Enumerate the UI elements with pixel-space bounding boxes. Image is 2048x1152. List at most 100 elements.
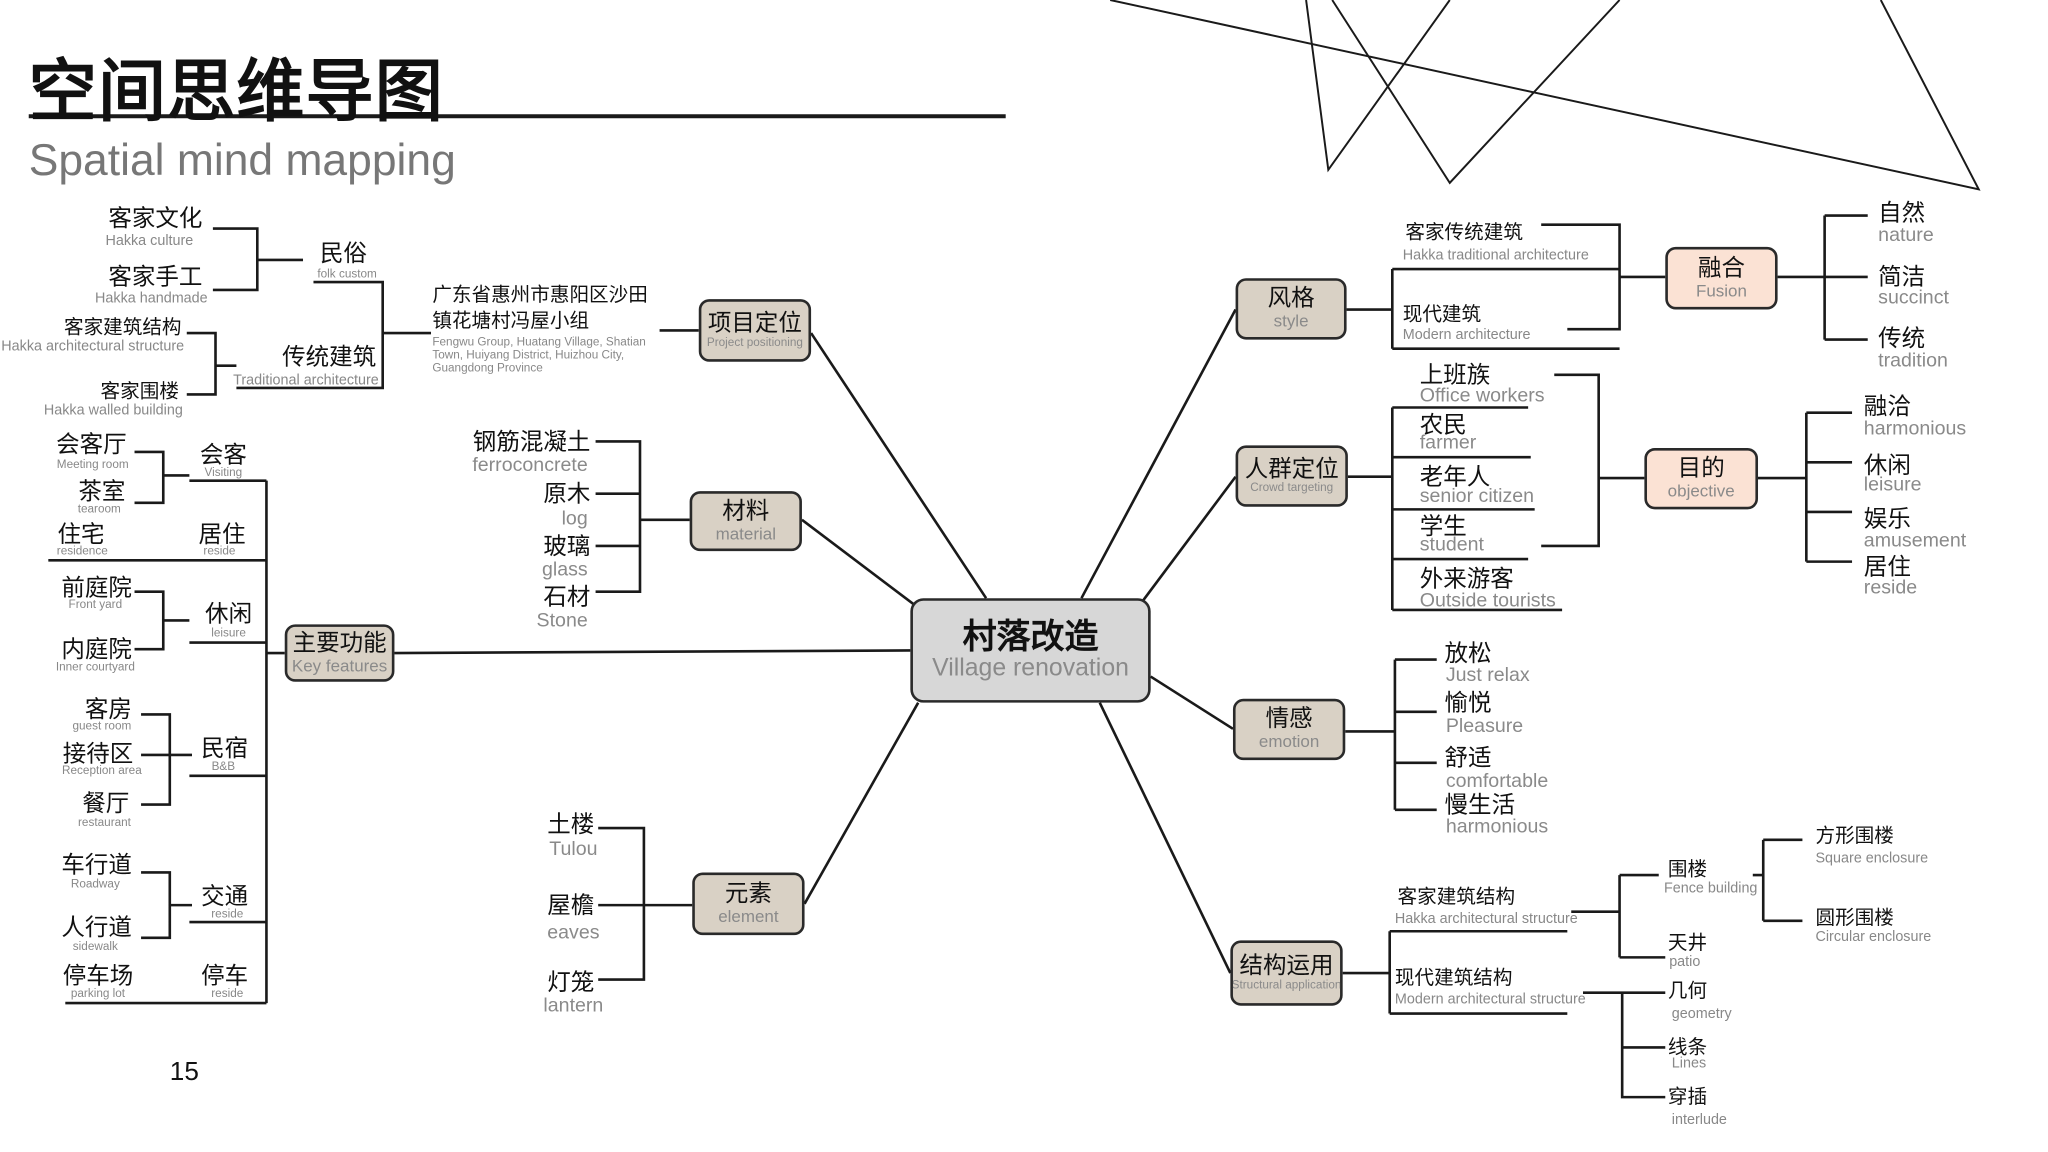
node-sublabel: patio [1669, 954, 1701, 970]
node-sublabel: residence [56, 543, 108, 558]
connector-line [595, 440, 690, 593]
node-label: 老年人 [1419, 463, 1491, 490]
node-label: 广东省惠州市惠阳区沙田 [432, 284, 648, 307]
node-label: 餐厅 [82, 790, 130, 817]
node-sublabel: Hakka walled building [43, 402, 183, 419]
connector-line [1758, 411, 1853, 563]
node-emotion-label: 情感 [1265, 705, 1313, 733]
branch-connector [1149, 675, 1234, 730]
branch-connector [801, 518, 916, 606]
page-number: 15 [169, 1057, 199, 1087]
node-sublabel: Hakka culture [105, 233, 194, 249]
connector-line [1541, 373, 1645, 548]
node-sublabel: Square enclosure [1815, 850, 1929, 867]
connector-line [134, 450, 267, 505]
connector-line [1777, 214, 1868, 341]
node-sublabel: ferroconcrete [472, 453, 588, 477]
node-sublabel: Fence building [1663, 880, 1758, 897]
node-label: 上班族 [1419, 361, 1491, 388]
node-label: 愉悦 [1444, 689, 1492, 716]
node-element-sublabel: element [718, 906, 779, 926]
node-label: 民宿 [201, 735, 249, 762]
connector-line [141, 871, 267, 940]
node-fusion-label: 融合 [1697, 254, 1745, 281]
node-sublabel: Hakka architectural structure [1, 338, 185, 355]
node-sublabel: Modern architectural structure [1394, 991, 1586, 1008]
connector-line [212, 227, 304, 292]
node-emotion-sublabel: emotion [1258, 731, 1320, 752]
node-sublabel: farmer [1419, 431, 1477, 454]
node-sublabel: Stone [536, 609, 588, 632]
node-sublabel: leisure [211, 626, 246, 640]
node-project-positioning-sublabel: Project positioning [706, 335, 803, 349]
node-label: 居住 [198, 521, 246, 548]
node-label: 现代建筑结构 [1394, 967, 1513, 990]
node-objective-sublabel: objective [1667, 480, 1735, 501]
branch-connector [1080, 308, 1237, 599]
node-label: 农民 [1419, 411, 1467, 438]
node-sublabel: nature [1878, 223, 1934, 247]
node-label: 传统 [1878, 325, 1926, 352]
node-sublabel: Hakka traditional architecture [1402, 247, 1589, 264]
node-sublabel: reside [211, 986, 244, 1000]
node-label: 圆形围楼 [1815, 907, 1894, 930]
node-label: 穿插 [1667, 1086, 1708, 1109]
node-label: 客家文化 [108, 205, 203, 232]
node-label: 人行道 [61, 914, 132, 941]
node-sublabel: reside [211, 907, 244, 921]
node-sublabel: student [1419, 533, 1485, 556]
node-fusion-sublabel: Fusion [1695, 280, 1747, 301]
connector-line [1345, 658, 1437, 812]
node-label: 车行道 [61, 851, 132, 878]
node-sublabel: Hakka handmade [95, 290, 208, 307]
node-sublabel: Front yard [68, 597, 123, 611]
connector-line [134, 590, 267, 651]
branch-connector [394, 649, 911, 655]
node-label: 传统建筑 [282, 343, 377, 370]
node-sublabel: folk custom [317, 267, 377, 281]
node-sublabel: amusement [1863, 529, 1967, 552]
connector-line [1582, 991, 1666, 1099]
node-material-label: 材料 [722, 497, 770, 524]
node-label: 土楼 [547, 811, 595, 838]
connector-line [1541, 223, 1666, 331]
node-sublabel: Reception area [62, 763, 142, 777]
node-label: 石材 [543, 583, 591, 610]
node-label: 慢生活 [1444, 791, 1516, 818]
branch-connector [809, 332, 988, 599]
node-label: 灯笼 [547, 969, 595, 996]
node-label: 线条 [1667, 1036, 1708, 1059]
node-label: 居住 [1863, 553, 1911, 580]
node-sublabel: leisure [1863, 473, 1922, 496]
node-sublabel: Fengwu Group, Huatang Village, Shatian [432, 335, 646, 349]
node-sublabel: senior citizen [1419, 485, 1535, 508]
node-structural-application-label: 结构运用 [1239, 952, 1334, 979]
node-label: 舒适 [1444, 744, 1492, 771]
node-label: 娱乐 [1863, 505, 1911, 532]
node-label: 玻璃 [543, 532, 591, 560]
node-sublabel: lantern [543, 994, 604, 1017]
connector-line [1346, 267, 1620, 351]
node-sublabel: glass [541, 558, 588, 581]
node-label: 民俗 [319, 240, 368, 267]
node-label: 客家手工 [108, 263, 203, 290]
node-label: 客家围楼 [100, 380, 179, 403]
connector-line [265, 480, 285, 1004]
node-label: 交通 [201, 882, 249, 910]
node-sublabel: harmonious [1445, 815, 1549, 838]
page-subtitle: Spatial mind mapping [28, 135, 456, 186]
node-label: 原木 [543, 480, 591, 507]
node-label: 钢筋混凝土 [472, 428, 591, 455]
node-sublabel: tearoom [77, 502, 121, 516]
node-sublabel: Modern architecture [1402, 327, 1531, 343]
decorative-zigzag [1109, 0, 1981, 191]
node-project-positioning-label: 项目定位 [707, 309, 802, 336]
connector-line [236, 280, 432, 390]
node-label: 自然 [1878, 199, 1926, 226]
